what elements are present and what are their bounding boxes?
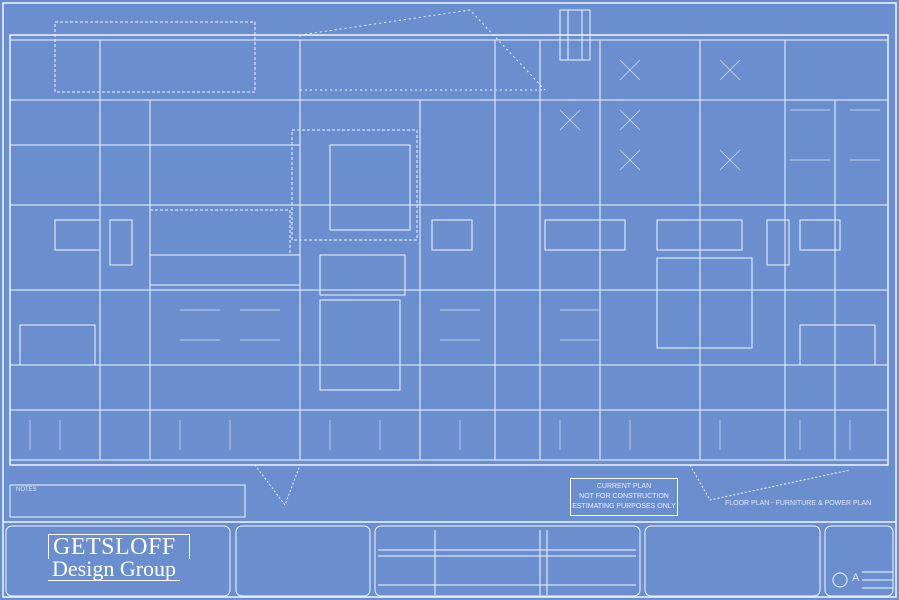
- estimate-stamp: CURRENT PLAN NOT FOR CONSTRUCTION ESTIMA…: [570, 478, 678, 516]
- company-logo-line2: Design Group: [48, 558, 181, 581]
- notes-heading: NOTES: [16, 487, 37, 493]
- building-outline: [9, 34, 889, 466]
- company-logo-line1: GETSLOFF: [48, 534, 190, 559]
- stamp-line2: NOT FOR CONSTRUCTION: [579, 493, 669, 500]
- sheet-id: A: [852, 572, 860, 584]
- plan-title: FLOOR PLAN - FURNITURE & POWER PLAN: [725, 500, 872, 507]
- stamp-line3: ESTIMATING PURPOSES ONLY: [572, 503, 676, 510]
- stamp-line1: CURRENT PLAN: [596, 483, 652, 490]
